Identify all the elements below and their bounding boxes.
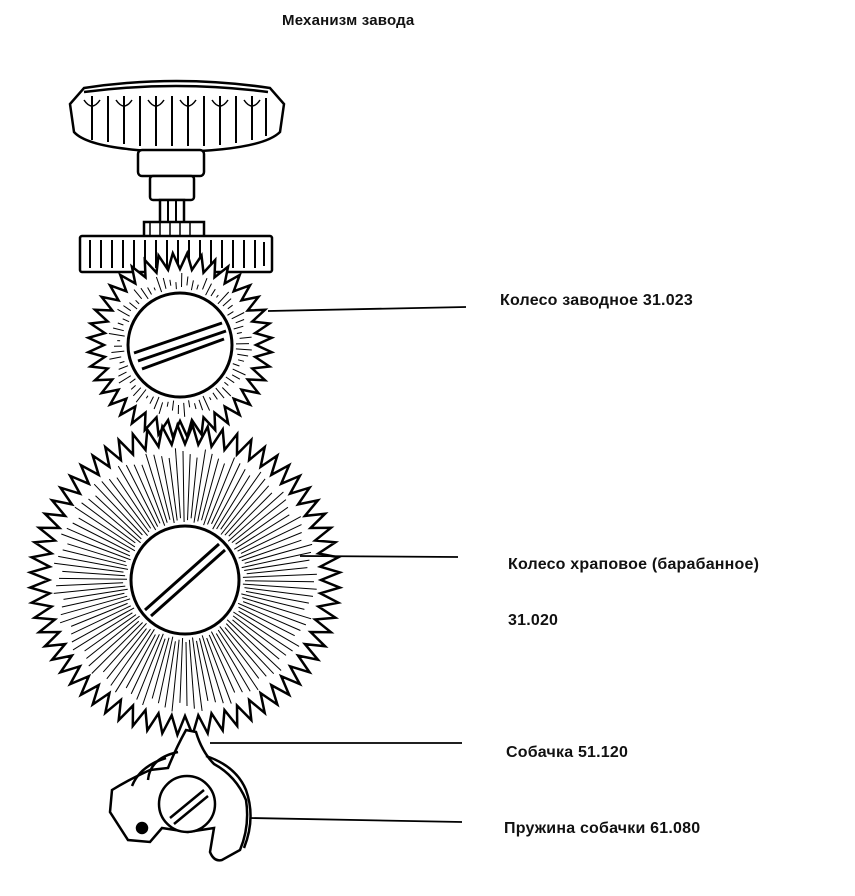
crown-wheel <box>78 234 274 274</box>
click-pawl <box>108 728 249 862</box>
click-label: Собачка 51.120 <box>506 744 629 761</box>
ratchet-wheel-label: Колесо храповое (барабанное) <box>508 556 760 573</box>
click-spring <box>130 750 252 849</box>
winding-stem <box>136 148 206 240</box>
ratchet-wheel-number-label: 31.020 <box>508 612 559 629</box>
crown-knob <box>68 79 286 154</box>
leader-lines <box>210 306 467 823</box>
click-spring-label: Пружина собачки 61.080 <box>504 820 701 837</box>
winding-wheel-label: Колесо заводное 31.023 <box>500 292 694 309</box>
ratchet-wheel <box>26 421 344 739</box>
winding-wheel <box>84 249 276 441</box>
diagram-title: Механизм завода <box>282 12 415 29</box>
